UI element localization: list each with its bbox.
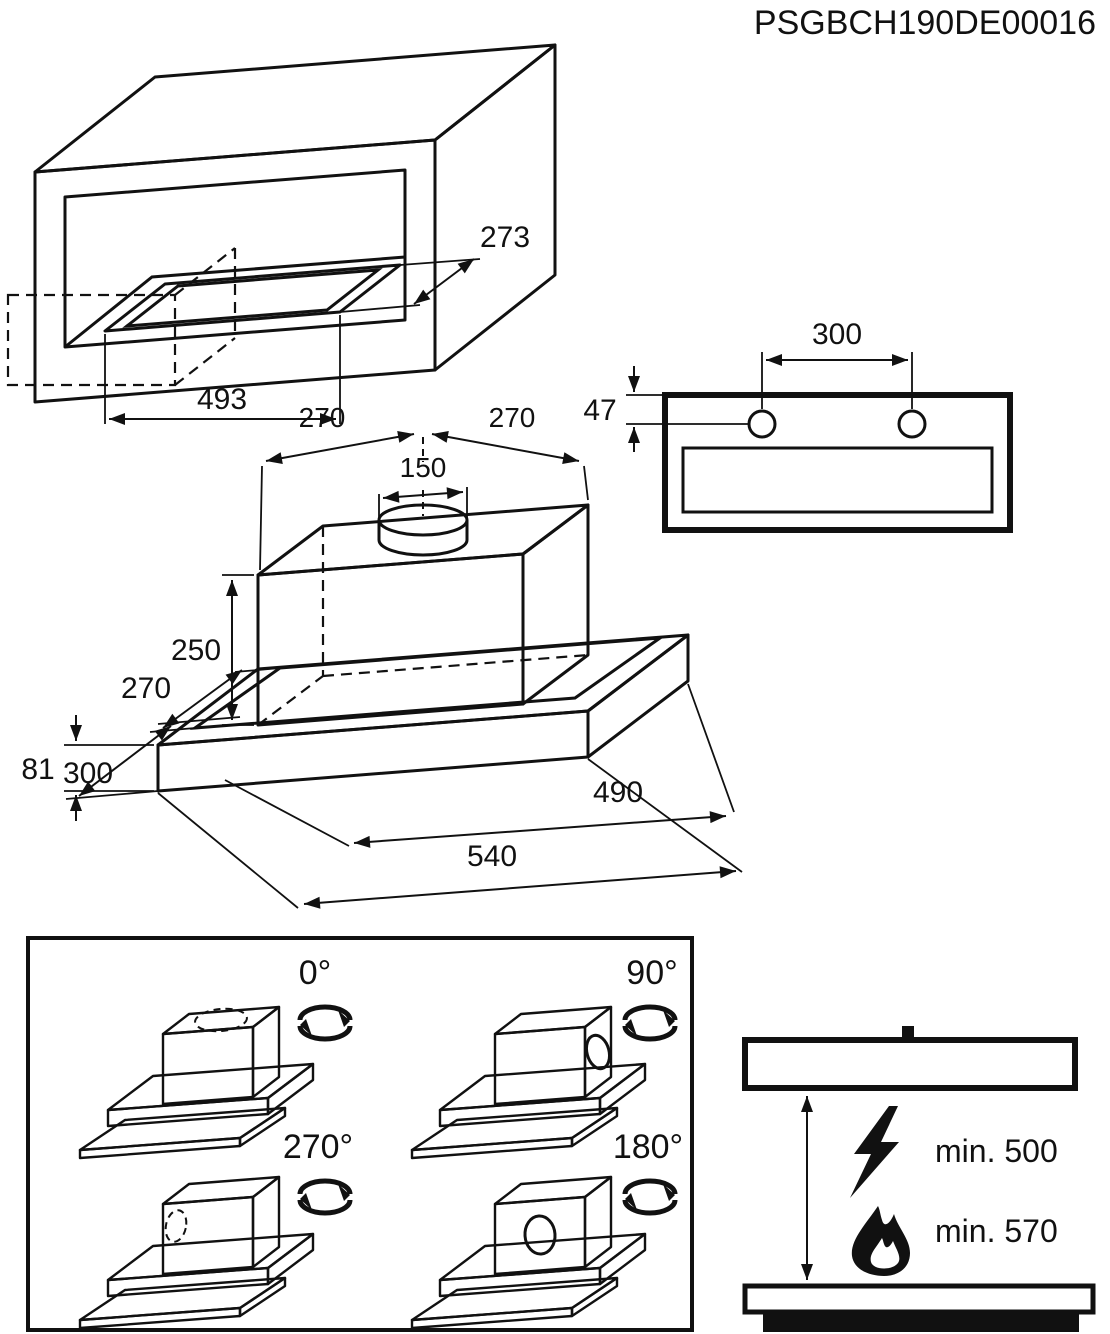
outlet-right — [584, 1033, 612, 1071]
clearance-electric-label: min. 500 — [935, 1133, 1058, 1169]
dim-cutout-depth: 273 — [480, 221, 530, 254]
rotation-arrows-icon — [300, 1007, 350, 1039]
dim-hole-offset: 47 — [583, 394, 616, 427]
hood-mini — [78, 1175, 315, 1330]
duct-collar — [377, 503, 469, 557]
document-code: PSGBCH190DE00016 — [754, 4, 1096, 42]
clearance-gas-label: min. 570 — [935, 1213, 1058, 1249]
hood-mini — [410, 1005, 647, 1160]
cabinet-right-face — [433, 43, 557, 372]
rotation-angle-label: 270° — [283, 1128, 353, 1166]
dim-body-height: 81 — [21, 753, 54, 786]
dim-hole-spacing: 300 — [812, 318, 862, 351]
hood-dimensions-view: 270 270 150 250 81 300 270 490 540 — [21, 402, 743, 909]
mounting-template-view: 300 47 — [583, 318, 1013, 533]
lightning-icon — [850, 1106, 899, 1198]
worktop-base — [763, 1312, 1079, 1332]
shelf-cutout-outer — [103, 263, 402, 333]
dim-duct-right: 270 — [489, 402, 536, 433]
template-inner-panel — [681, 446, 994, 514]
dim-total-width: 540 — [467, 840, 517, 873]
hood-body-front — [156, 709, 590, 793]
outlet-top-dashed — [194, 1007, 248, 1033]
hood-mini — [410, 1175, 647, 1330]
rotation-cell-0: 0° — [78, 954, 350, 1160]
outlet-front — [523, 1214, 557, 1256]
cabinet-opening — [63, 168, 407, 349]
dim-body-depth: 300 — [63, 757, 113, 790]
hood-mini — [78, 1005, 315, 1160]
rotation-angle-label: 180° — [613, 1128, 683, 1166]
dim-chimney-height: 250 — [171, 634, 221, 667]
rotation-cell-180: 180° — [410, 1128, 683, 1330]
hood-front-bar — [742, 1037, 1078, 1091]
rotation-arrows-icon — [300, 1181, 350, 1213]
motor-box-front — [256, 552, 525, 727]
rotation-arrows-icon — [625, 1181, 675, 1213]
rotation-angle-label: 90° — [626, 954, 677, 992]
shelf-cutout-inner — [122, 268, 383, 328]
rotation-panel-border — [26, 936, 694, 1332]
mounting-hole-left — [747, 409, 777, 439]
worktop — [742, 1283, 1096, 1315]
dim-line-273 — [413, 258, 475, 305]
dim-duct-left: 270 — [299, 402, 346, 433]
dim-duct-diameter: 150 — [400, 452, 447, 483]
motor-box-hidden-edges — [257, 526, 589, 726]
duct-stub — [902, 1026, 914, 1040]
outlet-left-dashed — [164, 1209, 188, 1243]
dim-tray-depth: 270 — [121, 672, 171, 705]
template-outline — [662, 392, 1013, 533]
dim-cutout-width: 493 — [197, 383, 247, 416]
hood-body-top — [156, 633, 690, 747]
hood-tray-outline — [189, 636, 666, 730]
cabinet-cutout-view: 273 493 — [6, 43, 557, 425]
rotation-angle-label: 0° — [299, 954, 332, 992]
flame-icon — [851, 1206, 910, 1276]
rotation-cell-90: 90° — [410, 954, 678, 1160]
rotation-arrows-icon — [625, 1007, 675, 1039]
motor-box-right — [521, 503, 590, 706]
clearance-view: min. 500 min. 570 — [742, 1026, 1096, 1332]
rotation-cell-270: 270° — [78, 1128, 353, 1330]
mounting-hole-right — [897, 409, 927, 439]
shelf-back-edge — [64, 255, 406, 349]
hidden-hood-depth-lines — [174, 247, 237, 386]
hood-body-right — [586, 633, 690, 759]
rotation-options-panel: 0° 90° 270° 180° — [26, 936, 694, 1332]
